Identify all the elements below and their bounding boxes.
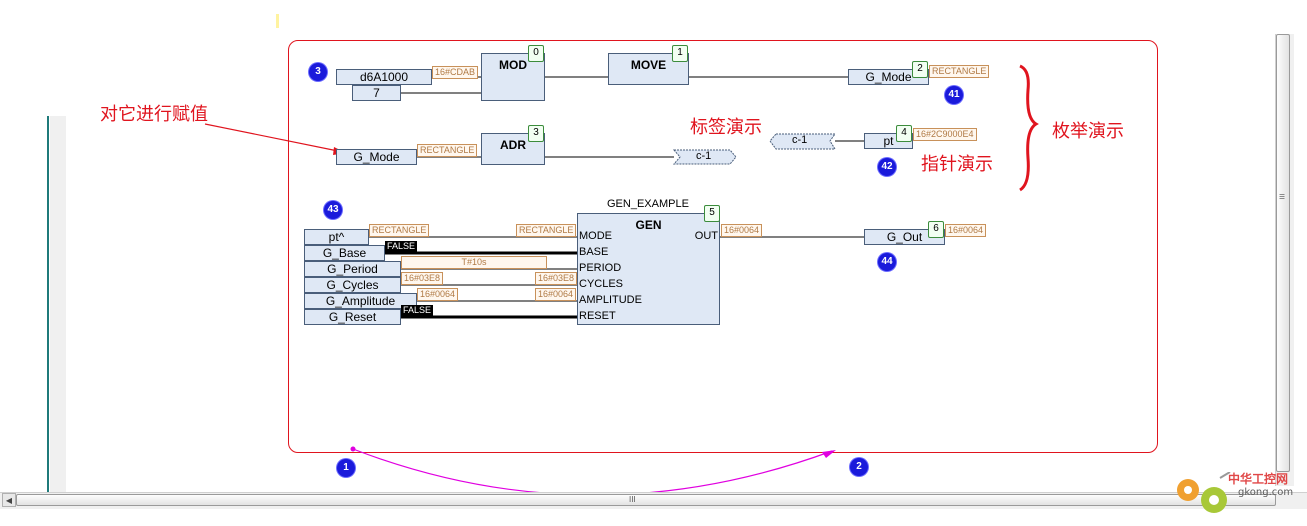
online-value-tag: 16#0064 (417, 288, 459, 301)
online-value-tag: 16#CDAB (432, 66, 479, 79)
horizontal-grip-icon: III (629, 495, 636, 504)
output-variable-g-out[interactable]: G_Out (864, 229, 945, 245)
block-index-4: 4 (896, 125, 912, 142)
cursor-mark (276, 14, 279, 28)
gutter-shade (50, 116, 66, 494)
jump-label-c-1[interactable]: c-1 (696, 150, 712, 162)
network-marker-41: 41 (945, 86, 963, 104)
watermark-brand: 中华工控网 (1228, 472, 1289, 486)
assign-value-annotation: 对它进行赋值 (100, 104, 208, 125)
online-value-tag: RECTANGLE (417, 144, 478, 157)
gen-block-name: GEN (635, 218, 662, 232)
demo-frame (288, 40, 1158, 453)
input-variable-g-period[interactable]: G_Period (304, 261, 401, 277)
online-value-tag: T#10s (401, 256, 547, 269)
vertical-grip-icon: III (1277, 193, 1285, 200)
scroll-left-button[interactable]: ◀ (2, 493, 16, 507)
pin-cycles: CYCLES (579, 278, 624, 290)
pin-reset: RESET (579, 310, 616, 322)
input-variable-g-cycles[interactable]: G_Cycles (304, 277, 401, 293)
pointer-demo-annotation: 指针演示 (921, 154, 993, 175)
online-value-tag: RECTANGLE (929, 65, 990, 78)
horizontal-scrollbar-thumb[interactable]: III (16, 494, 1276, 506)
gen-function-block[interactable]: GEN MODE BASE PERIOD CYCLES AMPLITUDE RE… (577, 213, 720, 325)
block-index-3: 3 (528, 125, 544, 142)
output-variable-g-mode[interactable]: G_Mode (848, 69, 929, 85)
block-index-2: 2 (912, 61, 928, 78)
pin-value-tag: RECTANGLE (516, 224, 577, 237)
online-value-tag: RECTANGLE (369, 224, 430, 237)
network-marker-3: 3 (309, 63, 327, 81)
input-variable-g-reset[interactable]: G_Reset (304, 309, 401, 325)
network-marker-2: 2 (850, 458, 868, 476)
input-variable-d6a1000[interactable]: d6A1000 (336, 69, 432, 85)
online-value-tag: 16#0064 (721, 224, 763, 237)
input-constant-7[interactable]: 7 (352, 85, 401, 101)
fb-instance-name: GEN_EXAMPLE (607, 198, 689, 210)
watermark-domain: gkong.com (1238, 487, 1294, 498)
pin-value-tag: 16#03E8 (535, 272, 578, 285)
online-value-tag: 16#0064 (945, 224, 987, 237)
network-marker-43: 43 (324, 201, 342, 219)
editor-gutter (47, 116, 49, 494)
input-variable-g-base[interactable]: G_Base (304, 245, 385, 261)
label-demo-annotation: 标签演示 (690, 117, 762, 138)
mod-block-name: MOD (499, 58, 527, 72)
online-value-false: FALSE (385, 241, 418, 252)
block-index-6: 6 (928, 221, 944, 238)
input-variable-g-mode[interactable]: G_Mode (336, 149, 417, 165)
pin-value-tag: 16#0064 (535, 288, 577, 301)
network-marker-42: 42 (878, 158, 896, 176)
block-index-0: 0 (528, 45, 544, 62)
label-target-c-1[interactable]: c-1 (792, 134, 808, 146)
input-variable-pt-deref[interactable]: pt^ (304, 229, 369, 245)
enum-demo-annotation: 枚举演示 (1052, 121, 1124, 142)
block-index-5: 5 (704, 205, 720, 222)
block-index-1: 1 (672, 45, 688, 62)
pin-period: PERIOD (579, 262, 622, 274)
pin-out: OUT (694, 230, 718, 242)
online-value-tag: 16#2C9000E4 (913, 128, 977, 141)
adr-block-name: ADR (500, 138, 526, 152)
pin-base: BASE (579, 246, 609, 258)
online-value-tag: 16#03E8 (401, 272, 444, 285)
online-value-false: FALSE (401, 305, 434, 316)
pin-amplitude: AMPLITUDE (579, 294, 642, 306)
network-marker-44: 44 (878, 253, 896, 271)
move-block-name: MOVE (630, 58, 667, 72)
input-variable-g-amplitude[interactable]: G_Amplitude (304, 293, 417, 309)
pin-mode: MODE (579, 230, 612, 242)
vertical-scrollbar-thumb[interactable]: III (1276, 34, 1290, 472)
gear-logo-icon (1177, 472, 1231, 513)
network-marker-1: 1 (337, 459, 355, 477)
